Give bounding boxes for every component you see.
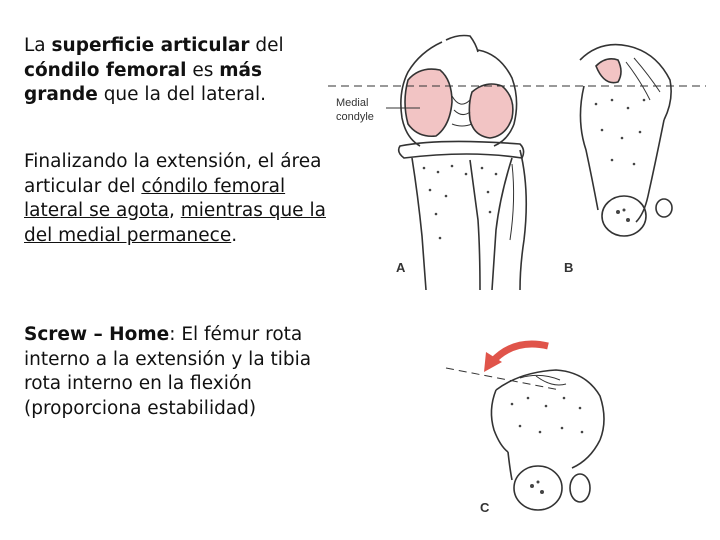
paragraph-screw-home: Screw – Home: El fémur rota interno a la… bbox=[24, 323, 334, 421]
medial-condyle-shape bbox=[404, 68, 453, 138]
text-segment: cóndilo femoral bbox=[24, 59, 187, 81]
lateral-condyle-shape bbox=[468, 83, 514, 139]
text-segment: Screw – Home bbox=[24, 324, 170, 345]
text-segment: más grande bbox=[24, 59, 263, 106]
text-segment: cóndilo femoral lateral se agota bbox=[24, 175, 286, 222]
paragraph-extension: Finalizando la extensión, el área articu… bbox=[24, 150, 334, 248]
reference-line-c bbox=[445, 367, 561, 391]
text-segment: : El fémur rota interno a la extensión y… bbox=[24, 324, 312, 419]
rotation-arrow-head bbox=[484, 352, 502, 372]
text-segment: del bbox=[249, 35, 284, 56]
text-segment: es bbox=[186, 59, 220, 81]
text-segment: , bbox=[168, 200, 181, 221]
text-segment: mientras que la del medial permanece bbox=[24, 200, 326, 246]
annotation-medial: Medial bbox=[336, 97, 368, 109]
knee-diagram-a bbox=[397, 34, 528, 291]
paragraph-condyle-surface: La superficie articular del cóndilo femo… bbox=[24, 34, 334, 108]
text-segment: . bbox=[231, 224, 238, 246]
text-segment: superficie articular bbox=[51, 35, 250, 56]
rotation-arrow bbox=[489, 340, 549, 365]
knee-diagram-c bbox=[490, 369, 605, 511]
figure-label-b: B bbox=[564, 260, 573, 275]
figure-label-c: C bbox=[480, 500, 490, 515]
fibula-cross-section-b bbox=[655, 198, 673, 218]
annotation-condyle: condyle bbox=[336, 111, 374, 123]
tibia-dots-b bbox=[594, 98, 646, 222]
tibia-cross-section-c bbox=[513, 465, 563, 511]
tibia-cross-section-b bbox=[601, 195, 647, 237]
text-segment: La bbox=[24, 35, 52, 56]
knee-diagram-b bbox=[579, 43, 673, 237]
tibia-dots-a bbox=[422, 164, 498, 240]
figure-label-a: A bbox=[396, 260, 406, 275]
fibula-cross-section-c bbox=[569, 473, 591, 503]
tibia-dots-c bbox=[510, 396, 584, 494]
text-segment: Finalizando la extensión, el área articu… bbox=[24, 151, 322, 197]
text-segment: que la del lateral. bbox=[97, 84, 267, 105]
